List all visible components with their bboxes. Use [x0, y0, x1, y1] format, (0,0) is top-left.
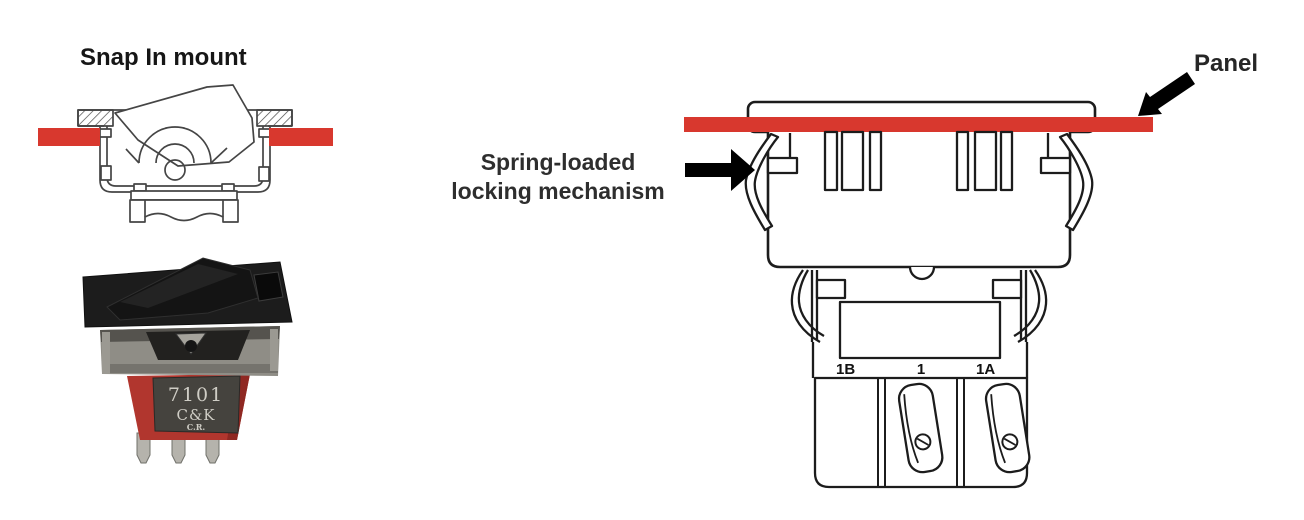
- rib: [955, 130, 970, 192]
- rib: [999, 130, 1014, 192]
- pivot-dome-inner: [155, 143, 195, 164]
- metal-clip-left: [102, 332, 110, 374]
- bezel-opening: [253, 271, 284, 302]
- flange-hatch-right: [256, 109, 293, 127]
- flange-hatch-left: [77, 109, 114, 127]
- spring-annotation-label: Spring-loaded locking mechanism: [412, 148, 704, 206]
- terminal-tab-1: [897, 382, 944, 474]
- stem-break-symbol: [129, 199, 239, 223]
- panel-arrow: [1138, 72, 1195, 116]
- bracket-tab-right: [221, 183, 235, 192]
- rib: [840, 130, 865, 192]
- switch-side-view-diagram: 1B 1 1A: [684, 72, 1195, 489]
- plate-stamp: C.R.: [187, 422, 206, 432]
- mid-step-left: [815, 278, 847, 300]
- snap-in-cross-section-drawing: [38, 84, 333, 223]
- upper-housing: [766, 120, 1072, 269]
- central-recess: [838, 300, 1002, 360]
- terminal-tab-outline: [984, 382, 1031, 474]
- mid-step-right: [991, 278, 1023, 300]
- panel-annotation-label: Panel: [1194, 50, 1259, 77]
- terminal-label-1b: 1B: [836, 361, 855, 378]
- terminal-label-1: 1: [917, 361, 925, 378]
- bracket-tab-left: [133, 183, 147, 192]
- snap-in-mount-title: Snap In mount: [80, 44, 247, 71]
- terminal-screw-slot: [1003, 437, 1016, 446]
- pivot-dome-outer: [138, 126, 212, 164]
- plate-brand: C&K: [176, 406, 215, 424]
- terminal-tab-outline: [897, 382, 944, 474]
- lower-clip-left-outer: [790, 269, 821, 344]
- rib: [973, 130, 998, 192]
- wall-hook-bottom-left: [100, 165, 112, 181]
- terminal-tab-edge: [990, 394, 1006, 464]
- switch-metal-plate: [152, 375, 241, 434]
- metal-band-base-strip: [102, 364, 278, 373]
- wall-hook-top-right: [258, 128, 271, 138]
- spring-annotation-line2: locking mechanism: [451, 178, 665, 204]
- spring-mechanism-arrow: [685, 149, 755, 191]
- mounting-panel-bar: [684, 117, 1153, 132]
- metal-band-pivot: [185, 340, 197, 352]
- mid-side-edges: [811, 342, 1029, 378]
- panel-bar-right: [269, 128, 333, 146]
- stem-feet-lines: [144, 200, 224, 217]
- rocker-highlight: [120, 264, 238, 308]
- plate-model-number: 7101: [168, 384, 224, 406]
- rocker-seat-lines: [125, 147, 228, 164]
- terminal-block-dividers: [877, 378, 965, 487]
- lower-clip-right-outer: [1017, 269, 1048, 344]
- spring-annotation-line1: Spring-loaded: [480, 149, 636, 175]
- rocker-switch-photo: 7101 C&K C.R.: [82, 257, 293, 464]
- left-locking-tab: [766, 156, 799, 175]
- right-locking-tab: [1039, 156, 1072, 175]
- housing-notch: [908, 266, 936, 281]
- rib: [823, 130, 839, 192]
- bracket-bar: [130, 190, 238, 201]
- metal-clip-right: [270, 329, 278, 371]
- terminal-label-1a: 1A: [976, 361, 995, 378]
- spring-clip-right: [1058, 132, 1094, 232]
- lower-clip-left-inner: [797, 269, 825, 338]
- pivot-ball: [164, 159, 186, 181]
- terminal-screw-slot: [916, 437, 929, 446]
- terminal-tab-edge: [903, 394, 919, 464]
- wall-hook-bottom-right: [258, 166, 270, 182]
- terminal-tab-2: [984, 382, 1031, 474]
- panel-bar-left: [38, 128, 100, 146]
- lower-clip-right-inner: [1013, 269, 1041, 338]
- wall-hook-top-left: [99, 128, 112, 138]
- rocker-actuator-outline: [114, 84, 255, 167]
- rib: [868, 130, 883, 192]
